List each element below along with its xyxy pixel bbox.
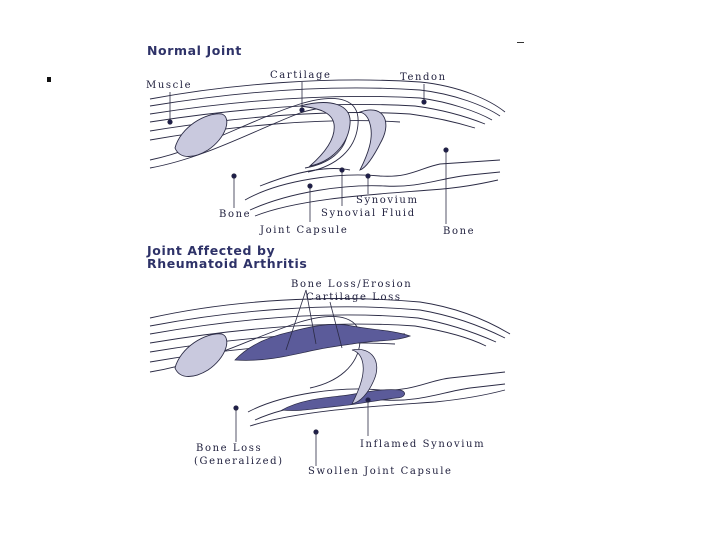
label-bone-loss-generalized: (Generalized): [194, 456, 284, 467]
synovium-shape: [360, 110, 386, 170]
label-bone-erosion: Bone Loss/Erosion: [291, 279, 412, 290]
label-swollen-capsule: Swollen Joint Capsule: [308, 466, 453, 477]
label-synovial-fluid: Synovial Fluid: [321, 208, 416, 219]
inflamed-synovium-upper: [235, 324, 410, 360]
label-inflamed-synovium: Inflamed Synovium: [360, 439, 485, 450]
muscle-belly-shape: [175, 114, 227, 157]
label-bone-right: Bone: [443, 226, 475, 237]
label-synovium: Synovium: [356, 195, 419, 206]
label-cartilage-loss: Cartilage Loss: [306, 292, 402, 303]
label-joint-capsule: Joint Capsule: [260, 225, 348, 236]
label-tendon: Tendon: [400, 72, 447, 83]
label-bone-loss: Bone Loss: [196, 443, 262, 454]
cartilage-shape: [300, 103, 350, 166]
label-bone-left: Bone: [219, 209, 251, 220]
label-muscle: Muscle: [146, 80, 192, 91]
ra-muscle-shape: [175, 334, 227, 377]
label-cartilage: Cartilage: [270, 70, 332, 81]
